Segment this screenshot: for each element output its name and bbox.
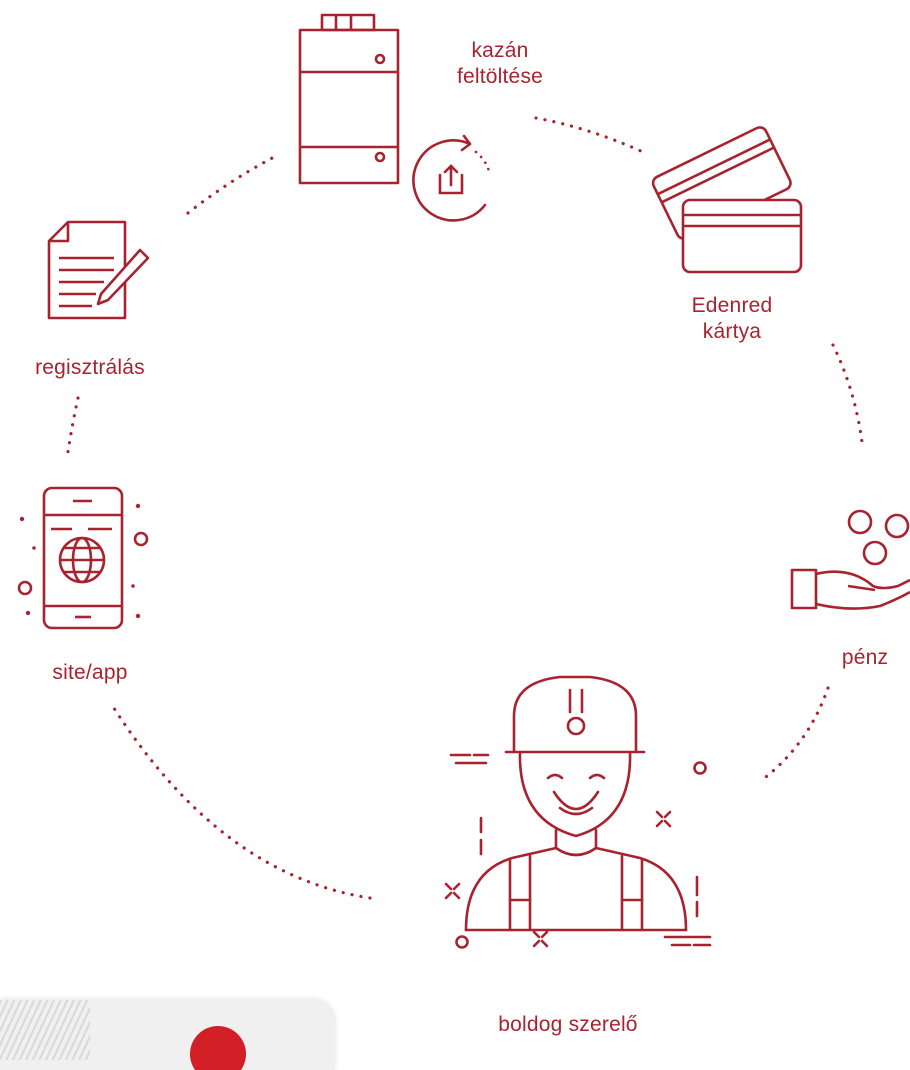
step-label-line: pénz — [841, 646, 889, 669]
step-label-money: pénz — [820, 645, 910, 671]
step-label-register: regisztrálás — [20, 355, 160, 381]
step-label-line: kazán — [471, 39, 529, 62]
connector-card-money — [831, 343, 864, 444]
refresh-upload-icon — [412, 134, 492, 222]
step-label-line: feltöltése — [456, 65, 544, 88]
step-label-line: site/app — [52, 661, 128, 684]
mesh-graphic — [0, 1000, 90, 1060]
step-label-line: regisztrálás — [35, 356, 145, 379]
step-label-card: Edenred kártya — [672, 293, 792, 345]
cropped-promo-card — [0, 1000, 335, 1070]
dotted-connectors — [65, 116, 864, 900]
step-label-line: Edenred — [691, 294, 773, 317]
step-label-line: kártya — [702, 320, 762, 343]
happy-worker-icon — [464, 675, 688, 932]
connector-money-installer — [760, 686, 830, 782]
step-label-app: site/app — [20, 660, 160, 686]
boiler-icon — [298, 13, 400, 185]
phone-sparkle-dots — [19, 503, 141, 619]
coins-hand-icon — [790, 509, 910, 610]
step-label-installer: boldog szerelő — [468, 1012, 668, 1038]
connector-app-register — [65, 396, 80, 460]
connector-boiler-card — [534, 116, 645, 154]
connector-installer-app — [110, 703, 372, 900]
credit-cards-icon — [651, 126, 803, 274]
connector-register-boiler — [186, 154, 278, 215]
document-pen-icon — [47, 220, 150, 320]
step-label-line: boldog szerelő — [498, 1013, 638, 1036]
step-label-boiler: kazán feltöltése — [440, 38, 560, 90]
red-logo-circle — [190, 1026, 246, 1070]
smartphone-globe-icon — [17, 486, 149, 630]
worker-sparkles — [444, 753, 712, 949]
